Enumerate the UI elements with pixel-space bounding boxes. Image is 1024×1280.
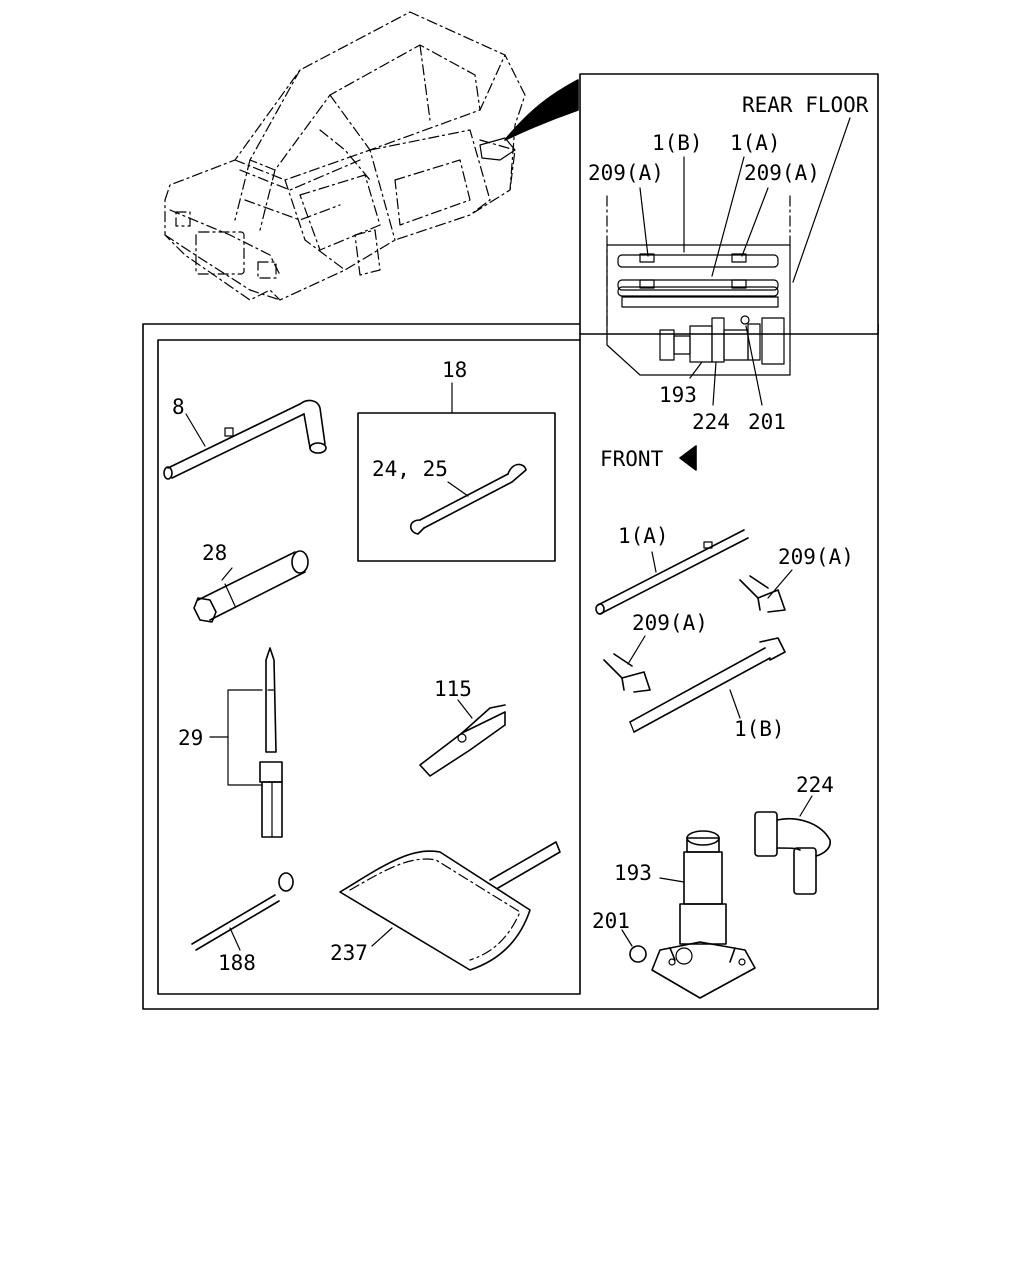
right-193-label: 193	[614, 861, 652, 885]
label-8: 8	[172, 395, 185, 419]
rear-floor-inset: REAR FLOOR 1(B) 1(A) 209(A) 209(A)	[588, 93, 869, 434]
right-1b-label: 1(B)	[734, 717, 785, 741]
right-209a-upper-label: 209(A)	[778, 545, 854, 569]
inset-1b-label: 1(B)	[652, 131, 703, 155]
tool-kit-frame	[157, 339, 581, 995]
label-29: 29	[178, 726, 203, 750]
label-237: 237	[330, 941, 368, 965]
ring-201-icon	[629, 945, 647, 963]
strap-224-icon	[754, 811, 831, 895]
jack-handle-icon	[191, 872, 294, 951]
inset-209a-right-label: 209(A)	[744, 161, 820, 185]
label-28: 28	[202, 541, 227, 565]
inset-224-label: 224	[692, 410, 730, 434]
label-115: 115	[434, 677, 472, 701]
screwdriver-icon	[259, 647, 283, 838]
clip-209a-lower-icon	[603, 653, 651, 693]
tool-bag-icon	[339, 841, 561, 971]
right-209a-lower-label: 209(A)	[632, 611, 708, 635]
label-188: 188	[218, 951, 256, 975]
inset-209a-left-label: 209(A)	[588, 161, 664, 185]
right-1a-label: 1(A)	[618, 524, 669, 548]
label-18: 18	[442, 358, 467, 382]
pliers-icon	[419, 704, 506, 777]
inset-rear-floor-label: REAR FLOOR	[742, 93, 869, 117]
inset-1a-label: 1(A)	[730, 131, 781, 155]
front-arrow-icon	[679, 445, 697, 471]
wrench-set-box	[357, 412, 556, 562]
inset-201-label: 201	[748, 410, 786, 434]
jack-193-icon	[651, 830, 756, 999]
front-label: FRONT	[600, 447, 664, 471]
open-end-wrench-icon	[409, 463, 527, 535]
rear-floor-inset-frame	[579, 73, 879, 335]
outer-frame	[142, 323, 879, 1010]
bar-1b-icon	[629, 637, 786, 733]
right-224-label: 224	[796, 773, 834, 797]
label-24-25: 24, 25	[372, 457, 448, 481]
inset-193-label: 193	[659, 383, 697, 407]
socket-icon	[193, 550, 309, 623]
bar-1a-icon	[595, 529, 749, 615]
wheel-nut-wrench-icon	[163, 399, 327, 480]
right-201-label: 201	[592, 909, 630, 933]
vehicle-body-illustration	[164, 11, 579, 301]
clip-209a-upper-icon	[739, 575, 786, 613]
